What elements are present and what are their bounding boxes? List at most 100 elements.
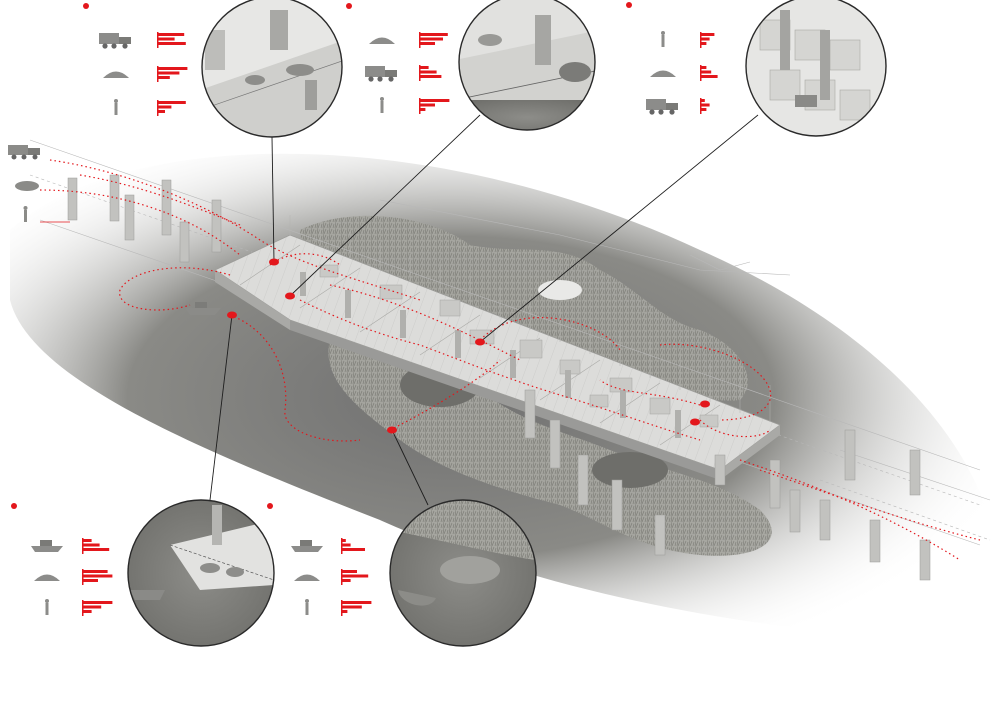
legend-bar (157, 110, 165, 113)
legend-bar (82, 601, 113, 604)
legend-bar (700, 99, 705, 102)
legend-row (365, 65, 442, 82)
person-icon (305, 599, 309, 615)
legend-bar (700, 75, 718, 78)
legend-bar (419, 42, 435, 45)
legend-bar (419, 37, 443, 41)
location-markers (227, 258, 710, 434)
legend-row (114, 99, 186, 116)
marsh-island-north (300, 215, 748, 401)
legend-bar (419, 108, 426, 111)
legend-bar (157, 42, 186, 45)
marsh-pond (538, 280, 582, 300)
legend-row (34, 569, 113, 585)
legend-bar (419, 75, 442, 78)
detail-lens-1 (201, 0, 343, 138)
marker-dot (285, 292, 295, 300)
legend-bar (82, 574, 113, 578)
marker-dot (690, 418, 700, 426)
legend-row (661, 31, 715, 48)
detail-lens-5 (389, 499, 537, 647)
legend-bar (82, 539, 92, 542)
person-icon (661, 31, 665, 47)
legend-bar (341, 601, 372, 604)
legend-bar (700, 66, 707, 69)
legend-bar (341, 579, 351, 582)
legend-bar (82, 548, 110, 551)
truck-icon (646, 99, 678, 115)
legend-group-4 (31, 538, 113, 616)
legend-bar (157, 37, 175, 41)
legend-row (650, 65, 718, 81)
legend-bar (341, 605, 362, 609)
marker-dot (227, 311, 237, 319)
person-icon (114, 99, 118, 115)
legend-bar (82, 543, 100, 547)
legend-row (369, 32, 448, 48)
legend-bar (82, 605, 102, 609)
detail-lens-4 (127, 499, 275, 647)
legend-row (99, 32, 186, 49)
person-icon (380, 97, 384, 113)
legend-bar (419, 66, 429, 69)
boat-icon (185, 302, 221, 315)
legend-bar (157, 76, 170, 79)
sand-pile-icon (650, 70, 676, 77)
legend-bar (157, 33, 185, 36)
marker-dot (700, 400, 710, 408)
sand-pile-icon (15, 181, 39, 191)
legend-bar (419, 70, 437, 74)
legend-row (646, 98, 710, 115)
detail-lens-3 (745, 0, 887, 137)
legend-bar (341, 548, 365, 551)
legend-bar (419, 33, 448, 36)
legend-bar (157, 101, 186, 104)
legend-group-2 (365, 32, 450, 114)
legend-bar (157, 105, 172, 109)
legend-bar (82, 579, 98, 582)
boat-icon (291, 540, 323, 552)
legend-group-1 (99, 32, 188, 116)
marker-dot (269, 258, 279, 266)
truck-icon (365, 66, 397, 82)
legend-bar (700, 103, 710, 107)
legend-bar (700, 42, 707, 45)
legend-bar (82, 570, 108, 573)
legend-groups (31, 31, 718, 616)
legend-group-dots (11, 2, 632, 509)
legend-row (31, 538, 110, 554)
legend-row (380, 97, 450, 114)
person-icon (23, 206, 28, 222)
legend-bar (341, 574, 369, 578)
legend-bar (700, 70, 712, 74)
legend-bar (700, 37, 710, 41)
legend-bar (700, 108, 707, 111)
legend-bar (341, 543, 351, 547)
sand-pile-icon (294, 574, 320, 581)
legend-bar (341, 539, 346, 542)
legend-row (294, 569, 369, 585)
legend-bar (157, 67, 188, 70)
legend-row (291, 538, 365, 554)
callout-leaders (209, 114, 759, 506)
legend-row (305, 599, 372, 616)
boat-icon (31, 540, 63, 552)
sand-pile-icon (369, 37, 395, 44)
marker-dot (475, 338, 485, 346)
legend-bar (419, 99, 450, 102)
flow-paths (39, 159, 981, 561)
legend-bar (82, 610, 92, 613)
sand-pile-icon (34, 574, 60, 581)
legend-row (45, 599, 113, 616)
legend-bar (341, 610, 348, 613)
legend-bar (700, 33, 715, 36)
truck-icon (8, 145, 40, 160)
marker-dot (387, 426, 397, 434)
legend-bar (419, 103, 435, 107)
legend-row (103, 66, 188, 82)
legend-group-3 (646, 31, 718, 115)
detail-lens-2 (458, 0, 596, 131)
marsh-pond (592, 452, 668, 488)
person-icon (45, 599, 49, 615)
